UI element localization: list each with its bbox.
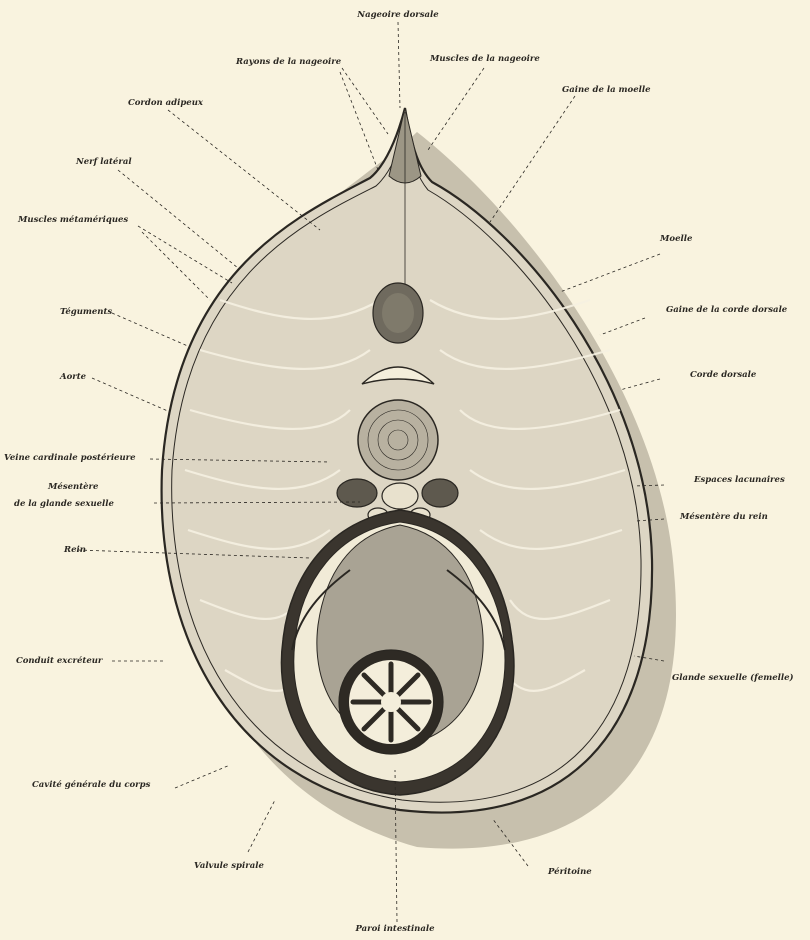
label-rein: Rein [64,546,86,555]
label-corde-dorsale: Corde dorsale [690,371,756,380]
label-valvule-spirale: Valvule spirale [194,862,264,871]
spinal-cord-inner [382,293,414,333]
label-mesentere-line1: Mésentère [48,483,98,492]
label-espaces-lacunaires: Espaces lacunaires [694,476,785,485]
label-teguments: Téguments [60,308,112,317]
label-gaine-moelle: Gaine de la moelle [562,86,651,95]
label-muscles-metameriques: Muscles métamériques [18,216,128,225]
label-paroi-intestinale: Paroi intestinale [340,925,450,934]
label-rayons-nageoire: Rayons de la nageoire [236,58,341,67]
label-peritoine: Péritoine [548,868,592,877]
label-gaine-corde: Gaine de la corde dorsale [666,306,787,315]
notochord [358,400,438,480]
label-mesentere-line2: de la glande sexuelle [14,500,114,509]
label-aorte: Aorte [60,373,86,382]
label-nerf-lateral: Nerf latéral [76,158,132,167]
label-cordon-adipeux: Cordon adipeux [128,99,203,108]
label-veine-cardinale: Veine cardinale postérieure [4,454,136,463]
label-conduit-excreteur: Conduit excréteur [16,657,102,666]
label-cavite-generale: Cavité générale du corps [32,781,150,790]
label-muscles-nageoire: Muscles de la nageoire [430,55,540,64]
label-nageoire-dorsale: Nageoire dorsale [343,11,453,20]
label-moelle: Moelle [660,235,692,244]
label-mesentere-rein: Mésentère du rein [680,513,768,522]
label-glande-sexuelle: Glande sexuelle (femelle) [672,674,794,683]
